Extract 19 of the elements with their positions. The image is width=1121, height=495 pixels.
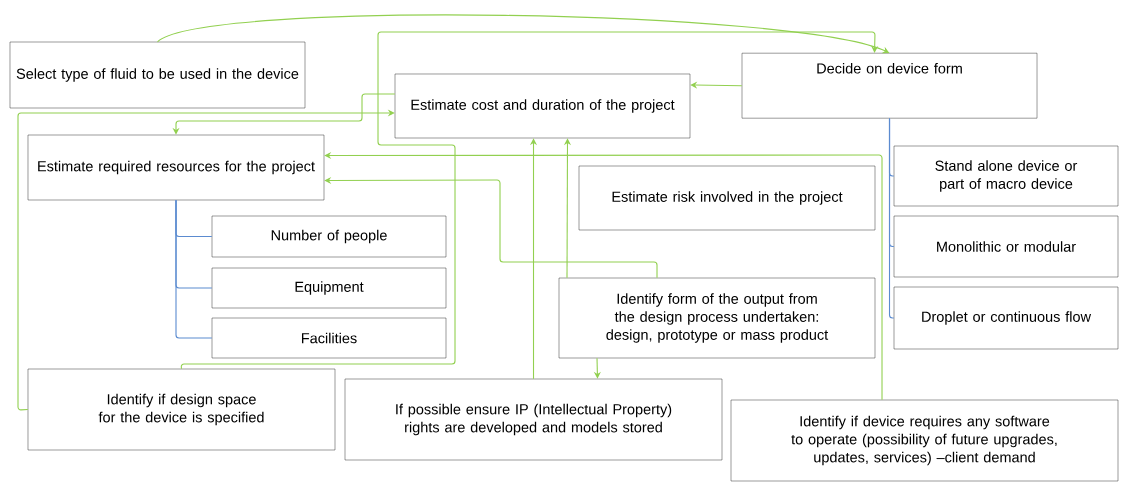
tree-connector [888, 117, 895, 319]
text-box: Estimate required resources for the project [27, 134, 325, 201]
text-box: Identify if device requires any software to operate (possibility of future upgrades, updates, services) –client demand [730, 399, 1119, 482]
text-box: Monolithic or modular [893, 215, 1119, 278]
text-box: Stand alone device or part of macro device [893, 145, 1119, 207]
text-box: Identify form of the output from the design process undertaken: design, prototype or mass product [558, 277, 876, 359]
curved-arrow [180, 31, 879, 370]
text-box: Estimate risk involved in the project [578, 165, 876, 231]
text-box: Estimate cost and duration of the project [394, 73, 691, 139]
text-box: Equipment [211, 267, 447, 309]
text-box: Select type of fluid to be used in the device [9, 41, 306, 109]
curved-arrow [17, 109, 395, 411]
text-box: Decide on device form [741, 53, 1038, 119]
tree-connector [175, 199, 213, 339]
text-box: Droplet or continuous flow [893, 286, 1119, 350]
text-box: Facilities [211, 317, 447, 359]
text-box: If possible ensure IP (Intellectual Property) rights are developed and models stored [344, 378, 723, 461]
text-box: Identify if design space for the device is specified [27, 368, 336, 451]
text-box: Number of people [211, 215, 447, 258]
